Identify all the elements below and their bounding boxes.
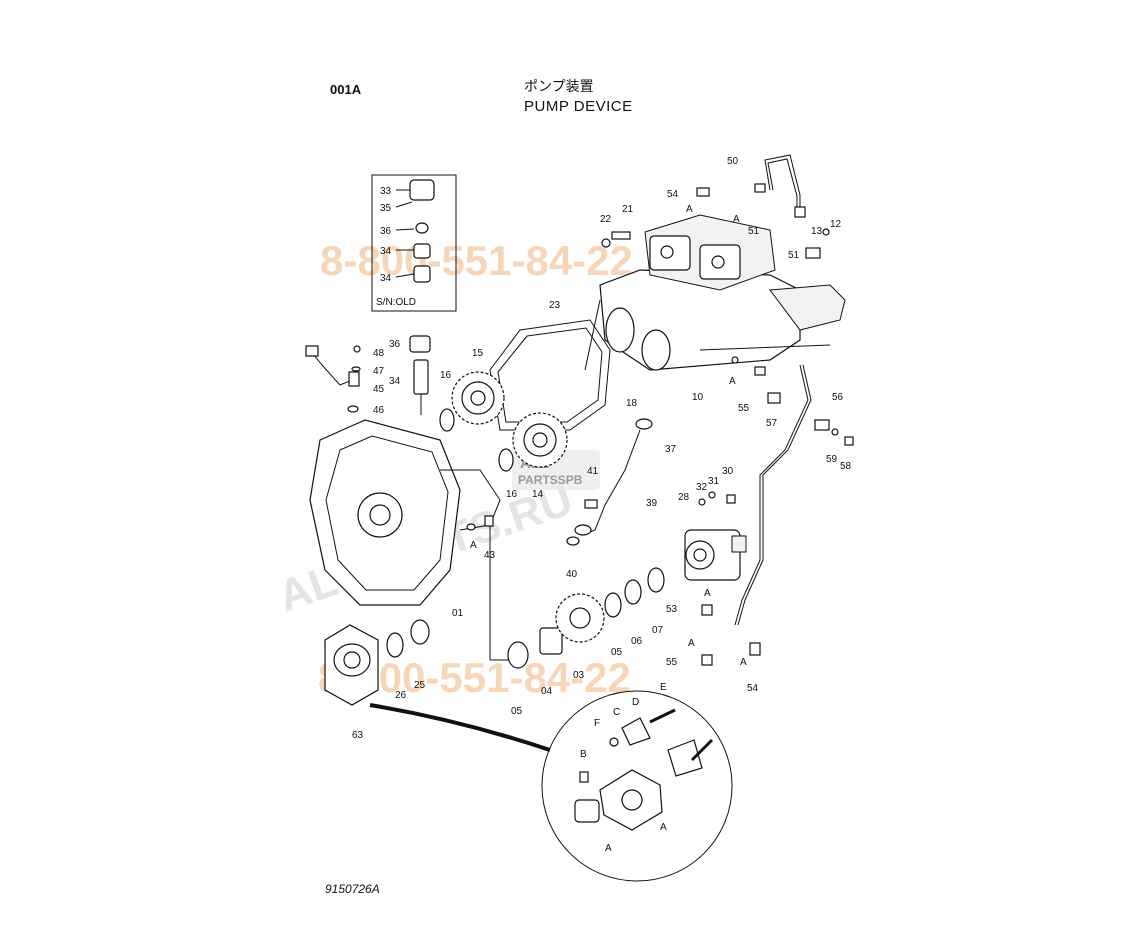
callout-04: 04: [541, 686, 553, 697]
callout-45: 45: [373, 384, 385, 395]
callout-12: 12: [830, 219, 842, 230]
callout-14: 14: [532, 489, 544, 500]
callout-34: 34: [389, 376, 401, 387]
letter-references: A A A A A A A A A B C D E F: [470, 204, 747, 854]
callout-26: 26: [395, 690, 407, 701]
callout-16-top: 16: [440, 370, 452, 381]
callout-16-bottom: 16: [506, 489, 518, 500]
page-code: 001A: [330, 82, 362, 97]
callout-56: 56: [832, 392, 844, 403]
gear-14: [512, 412, 568, 468]
ref-a-8: A: [660, 822, 667, 833]
callout-47: 47: [373, 366, 385, 377]
callout-55-top: 55: [738, 403, 750, 414]
coupling: [324, 624, 379, 706]
inset-part-34b: 34: [380, 273, 392, 284]
page-title: ポンプ装置 PUMP DEVICE: [524, 76, 633, 115]
callout-32: 32: [696, 482, 708, 493]
inset-part-33: 33: [380, 186, 392, 197]
ref-a-5: A: [704, 588, 711, 599]
ref-a-6: A: [688, 638, 695, 649]
callout-25: 25: [414, 680, 426, 691]
title-english: PUMP DEVICE: [524, 98, 633, 115]
callout-57: 57: [766, 418, 778, 429]
inset-old-serial: 33 35 36 34 34 S/N:OLD: [371, 174, 457, 312]
callout-30: 30: [722, 466, 734, 477]
inset-part-35: 35: [380, 203, 392, 214]
logo-badge-bottom: PARTSSPB: [518, 473, 583, 487]
callout-37: 37: [665, 444, 677, 455]
callout-59: 59: [826, 454, 838, 465]
callout-58: 58: [840, 461, 852, 472]
callout-05-right: 05: [611, 647, 623, 658]
ref-a-7: A: [740, 657, 747, 668]
ref-c: C: [613, 707, 620, 718]
ref-f: F: [594, 718, 600, 729]
callout-31: 31: [708, 476, 720, 487]
inset-serial-label: S/N:OLD: [376, 297, 416, 308]
callout-18: 18: [626, 398, 638, 409]
callout-23: 23: [549, 300, 561, 311]
callout-54-top: 54: [667, 189, 679, 200]
inset-part-34a: 34: [380, 246, 392, 257]
callout-36: 36: [389, 339, 401, 350]
ref-a-3: A: [729, 376, 736, 387]
gear-15: [451, 371, 505, 425]
callout-39: 39: [646, 498, 658, 509]
callouts: 50 54 22 21 51 51 13 12 23 15 16 16 14 1…: [352, 156, 852, 741]
ref-a-9: A: [605, 843, 612, 854]
callout-41: 41: [587, 466, 599, 477]
inset-part-36: 36: [380, 226, 392, 237]
callout-63: 63: [352, 730, 364, 741]
ref-a-2: A: [733, 214, 740, 225]
callout-21: 21: [622, 204, 634, 215]
callout-28: 28: [678, 492, 690, 503]
ref-b: B: [580, 749, 587, 760]
callout-51-b: 51: [788, 250, 800, 261]
callout-51-a: 51: [748, 226, 760, 237]
callout-54-bottom: 54: [747, 683, 759, 694]
callout-13: 13: [811, 226, 823, 237]
ref-e: E: [660, 682, 667, 693]
callout-10: 10: [692, 392, 704, 403]
callout-50: 50: [727, 156, 739, 167]
main-pump-assembly: [584, 214, 846, 371]
callout-43: 43: [484, 550, 496, 561]
ref-d: D: [632, 697, 639, 708]
callout-48: 48: [373, 348, 385, 359]
phone-watermark-top: 8-800-551-84-22: [320, 237, 633, 284]
coupling-detail: [574, 708, 714, 831]
pump-housing: [309, 419, 501, 606]
callout-22: 22: [600, 214, 612, 225]
callout-07: 07: [652, 625, 664, 636]
detail-circle: [541, 690, 733, 882]
callout-55-bottom: 55: [666, 657, 678, 668]
ref-a-4: A: [470, 540, 477, 551]
callout-01: 01: [452, 608, 464, 619]
callout-53: 53: [666, 604, 678, 615]
drawing-number: 9150726A: [325, 882, 380, 896]
callout-46: 46: [373, 405, 385, 416]
gear-pump: [684, 529, 747, 581]
callout-40: 40: [566, 569, 578, 580]
callout-03: 03: [573, 670, 585, 681]
ref-a-1: A: [686, 204, 693, 215]
title-japanese: ポンプ装置: [524, 79, 594, 95]
callout-15: 15: [472, 348, 484, 359]
callout-05-bottom: 05: [511, 706, 523, 717]
callout-06: 06: [631, 636, 643, 647]
